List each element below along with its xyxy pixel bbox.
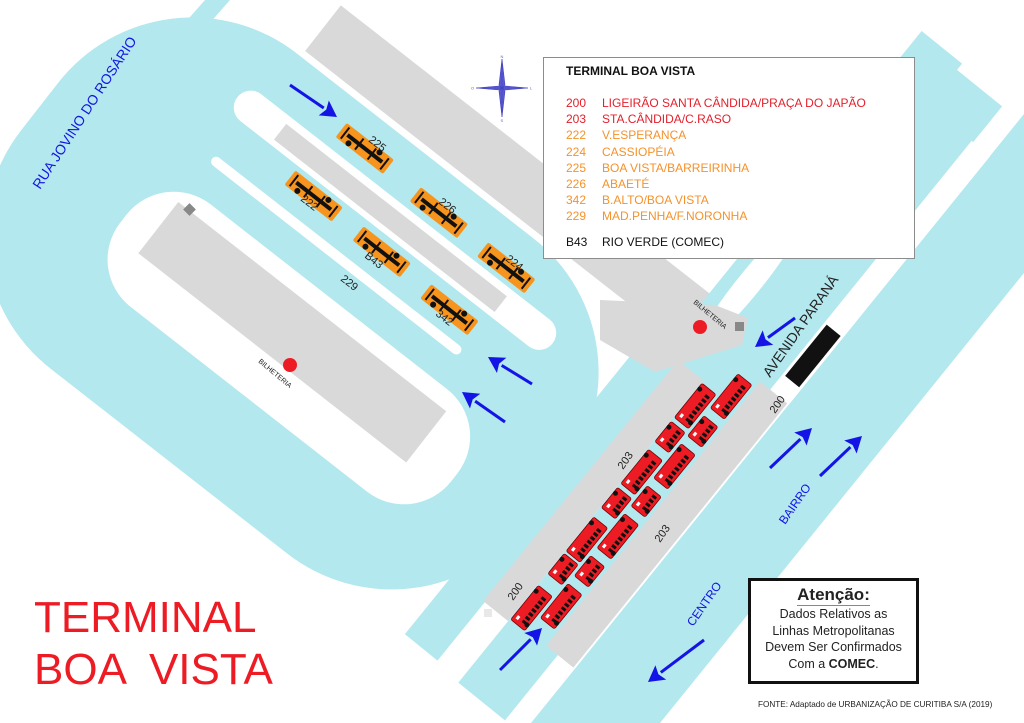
title-line: BOA VISTA bbox=[34, 645, 273, 694]
legend-item: 225 BOA VISTA/BARREIRINHA bbox=[566, 160, 914, 176]
attention-text: Com a bbox=[788, 656, 829, 671]
direction-arrow-icon bbox=[498, 628, 542, 672]
platform-link bbox=[600, 300, 748, 372]
main-platform bbox=[138, 201, 447, 463]
legend-route-code: 229 bbox=[566, 209, 587, 224]
legend-route-code: 222 bbox=[566, 128, 587, 143]
attention-line: Devem Ser Confirmados bbox=[765, 640, 902, 654]
red-bus-icon bbox=[674, 383, 716, 429]
red-bus-icon bbox=[566, 517, 608, 563]
direction-arrow-icon bbox=[488, 357, 533, 386]
legend-item: B43 RIO VERDE (COMEC) bbox=[566, 234, 914, 250]
compass-n: N bbox=[501, 54, 504, 59]
legend-route-name: BOA VISTA/BARREIRINHA bbox=[602, 160, 750, 175]
red-bus-icon bbox=[654, 444, 695, 489]
red-bus-icon bbox=[621, 449, 663, 495]
legend-route-name: RIO VERDE (COMEC) bbox=[602, 234, 725, 249]
red-bus-icon bbox=[540, 584, 582, 629]
red-bus-icon bbox=[710, 374, 752, 419]
legend-route-code: 200 bbox=[566, 96, 587, 110]
red-bus-icon bbox=[597, 514, 639, 559]
black-block bbox=[785, 324, 841, 388]
red-bus-icon bbox=[655, 421, 685, 453]
legend-route-name: STA.CÂNDIDA/C.RASO bbox=[602, 112, 732, 127]
marker-square bbox=[735, 322, 744, 331]
direction-arrow-icon bbox=[768, 428, 812, 470]
ticket-office-dot bbox=[283, 358, 297, 372]
attention-heading: Atenção: bbox=[797, 585, 870, 606]
legend-item: 226 ABAETÉ bbox=[566, 176, 914, 192]
attention-comec: COMEC bbox=[828, 656, 876, 671]
red-bus-icon bbox=[548, 553, 578, 585]
legend-route-name: CASSIOPÉIA bbox=[602, 144, 675, 159]
legend-route-code: 224 bbox=[566, 144, 587, 159]
legend-item: 224 CASSIOPÉIA bbox=[566, 144, 914, 160]
title-line: TERMINAL bbox=[34, 593, 257, 642]
orange-bus-icon bbox=[336, 123, 394, 174]
legend-item: 222 V.ESPERANÇA bbox=[566, 127, 914, 143]
attention-line: Dados Relativos as bbox=[779, 607, 888, 621]
direction-arrow-icon bbox=[462, 392, 506, 424]
bus-loop bbox=[0, 5, 767, 590]
connector-road bbox=[404, 338, 677, 661]
red-bus-icon bbox=[601, 487, 632, 519]
route-legend: TERMINAL BOA VISTA 200 LIGEIRÃO SANTA CÂN… bbox=[543, 57, 915, 259]
orange-bus-icon bbox=[353, 227, 411, 277]
direction-arrow-icon bbox=[818, 436, 862, 478]
attention-notice: Atenção: Dados Relativos as Linhas Metro… bbox=[748, 578, 919, 684]
red-bus-icon bbox=[631, 486, 661, 517]
marker-square bbox=[484, 609, 492, 617]
top-platform bbox=[305, 5, 767, 384]
legend-route-name: ABAETÉ bbox=[602, 176, 650, 191]
red-bus-icon bbox=[688, 416, 718, 447]
orange-bus-icon bbox=[410, 187, 468, 238]
legend-route-name: V.ESPERANÇA bbox=[602, 128, 687, 143]
legend-route-name: MAD.PENHA/F.NORONHA bbox=[602, 209, 748, 224]
ticket-office-dot bbox=[693, 320, 707, 334]
legend-route-code: 342 bbox=[566, 193, 587, 208]
legend-title: TERMINAL BOA VISTA bbox=[566, 64, 696, 78]
attention-text: . bbox=[875, 656, 879, 671]
direction-arrow-icon bbox=[648, 638, 705, 682]
lane-divider bbox=[211, 156, 462, 355]
legend-item: 342 B.ALTO/BOA VISTA bbox=[566, 192, 914, 208]
red-bus-icon bbox=[574, 556, 605, 587]
source-footer: FONTE: Adaptado de URBANIZAÇÃO DE CURITI… bbox=[758, 700, 993, 709]
direction-arrow-icon bbox=[755, 316, 796, 347]
left-platform bbox=[483, 360, 704, 622]
legend-route-code: B43 bbox=[566, 234, 588, 249]
legend-route-name: B.ALTO/BOA VISTA bbox=[602, 193, 709, 208]
compass-o: O bbox=[471, 86, 474, 91]
legend-route-name: LIGEIRÃO SANTA CÂNDIDA/PRAÇA DO JAPÃO bbox=[602, 96, 866, 110]
orange-bus-icon bbox=[285, 171, 343, 221]
attention-line: Linhas Metropolitanas bbox=[772, 623, 895, 638]
legend-item: 200 LIGEIRÃO SANTA CÂNDIDA/PRAÇA DO JAPÃO bbox=[566, 95, 914, 111]
compass-l: L bbox=[530, 86, 533, 91]
attention-line: Com a COMEC. bbox=[751, 656, 916, 673]
right-platform bbox=[546, 381, 788, 668]
orange-bus-icon bbox=[421, 285, 478, 335]
legend-route-code: 226 bbox=[566, 176, 587, 191]
legend-route-code: 203 bbox=[566, 112, 587, 127]
compass-rose-icon: N S O L bbox=[471, 54, 533, 123]
red-bus-icon bbox=[511, 585, 552, 631]
orange-bus-icon bbox=[477, 243, 535, 293]
direction-arrow-icon bbox=[289, 83, 337, 117]
compass-s: S bbox=[501, 118, 504, 123]
legend-route-code: 225 bbox=[566, 160, 587, 175]
legend-item: 203 STA.CÂNDIDA/C.RASO bbox=[566, 111, 914, 127]
marker-square bbox=[183, 203, 196, 216]
middle-platform bbox=[273, 123, 507, 313]
legend-item: 229 MAD.PENHA/F.NORONHA bbox=[566, 208, 914, 224]
